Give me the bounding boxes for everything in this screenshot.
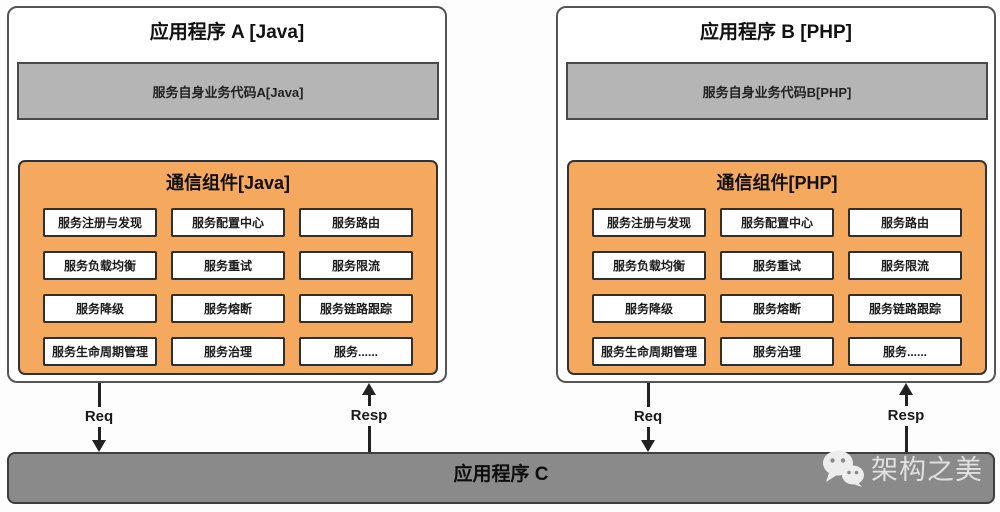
app-c-title: 应用程序 C xyxy=(453,464,549,485)
app-box-b: 应用程序 B [PHP] 服务自身业务代码B[PHP] 通信组件[PHP] 服务… xyxy=(556,6,996,383)
comm-cell: 服务重试 xyxy=(171,251,285,280)
comm-cell: 服务生命周期管理 xyxy=(43,337,157,366)
comm-cell: 服务配置中心 xyxy=(720,208,834,237)
app-box-a: 应用程序 A [Java] 服务自身业务代码A[Java] 通信组件[Java]… xyxy=(7,6,447,383)
comm-cell: 服务熔断 xyxy=(171,294,285,323)
req-label-b: Req xyxy=(633,408,663,425)
comm-cell: 服务路由 xyxy=(299,208,413,237)
resp-arrow-b: Resp xyxy=(882,383,930,452)
arrow-line xyxy=(367,395,371,406)
app-a-business-code-box: 服务自身业务代码A[Java] xyxy=(17,62,439,120)
app-a-comm-title: 通信组件[Java] xyxy=(165,173,291,193)
arrow-up-icon xyxy=(899,383,913,395)
comm-cell: 服务链路跟踪 xyxy=(848,294,962,323)
wechat-icon xyxy=(822,449,866,487)
watermark-text: 架构之美 xyxy=(871,455,983,485)
req-label-a: Req xyxy=(84,408,114,425)
comm-cell: 服务重试 xyxy=(720,251,834,280)
comm-cell: 服务负载均衡 xyxy=(592,251,706,280)
comm-cell: 服务限流 xyxy=(299,251,413,280)
req-arrow-b: Req xyxy=(624,383,672,452)
comm-cell: 服务...... xyxy=(848,337,962,366)
arrow-down-icon xyxy=(641,440,655,452)
app-b-business-code-box: 服务自身业务代码B[PHP] xyxy=(566,62,988,120)
app-a-comm-grid: 服务注册与发现 服务配置中心 服务路由 服务负载均衡 服务重试 服务限流 服务降… xyxy=(20,208,436,366)
comm-cell: 服务负载均衡 xyxy=(43,251,157,280)
arrow-up-icon xyxy=(362,383,376,395)
arrow-line xyxy=(367,426,371,452)
arrow-line xyxy=(646,427,650,440)
req-arrow-a: Req xyxy=(75,383,123,452)
app-b-comm-grid: 服务注册与发现 服务配置中心 服务路由 服务负载均衡 服务重试 服务限流 服务降… xyxy=(569,208,985,366)
app-b-title: 应用程序 B [PHP] xyxy=(699,22,852,43)
arrow-line xyxy=(646,383,650,407)
comm-cell: 服务...... xyxy=(299,337,413,366)
comm-cell: 服务熔断 xyxy=(720,294,834,323)
arrow-line xyxy=(904,395,908,406)
comm-cell: 服务治理 xyxy=(171,337,285,366)
arrow-line xyxy=(97,383,101,407)
arrow-down-icon xyxy=(92,440,106,452)
app-a-comm-box: 通信组件[Java] 服务注册与发现 服务配置中心 服务路由 服务负载均衡 服务… xyxy=(18,160,438,375)
arrow-line xyxy=(97,427,101,440)
comm-cell: 服务生命周期管理 xyxy=(592,337,706,366)
resp-label-a: Resp xyxy=(350,407,388,424)
comm-cell: 服务降级 xyxy=(592,294,706,323)
comm-cell: 服务路由 xyxy=(848,208,962,237)
comm-cell: 服务注册与发现 xyxy=(43,208,157,237)
resp-arrow-a: Resp xyxy=(345,383,393,452)
watermark: 架构之美 xyxy=(822,448,983,487)
app-b-comm-title: 通信组件[PHP] xyxy=(716,173,838,193)
comm-cell: 服务限流 xyxy=(848,251,962,280)
comm-cell: 服务注册与发现 xyxy=(592,208,706,237)
arrow-line xyxy=(904,426,908,452)
comm-cell: 服务治理 xyxy=(720,337,834,366)
comm-cell: 服务链路跟踪 xyxy=(299,294,413,323)
app-a-title: 应用程序 A [Java] xyxy=(149,22,305,43)
resp-label-b: Resp xyxy=(887,407,925,424)
app-b-comm-box: 通信组件[PHP] 服务注册与发现 服务配置中心 服务路由 服务负载均衡 服务重… xyxy=(567,160,987,375)
comm-cell: 服务降级 xyxy=(43,294,157,323)
comm-cell: 服务配置中心 xyxy=(171,208,285,237)
